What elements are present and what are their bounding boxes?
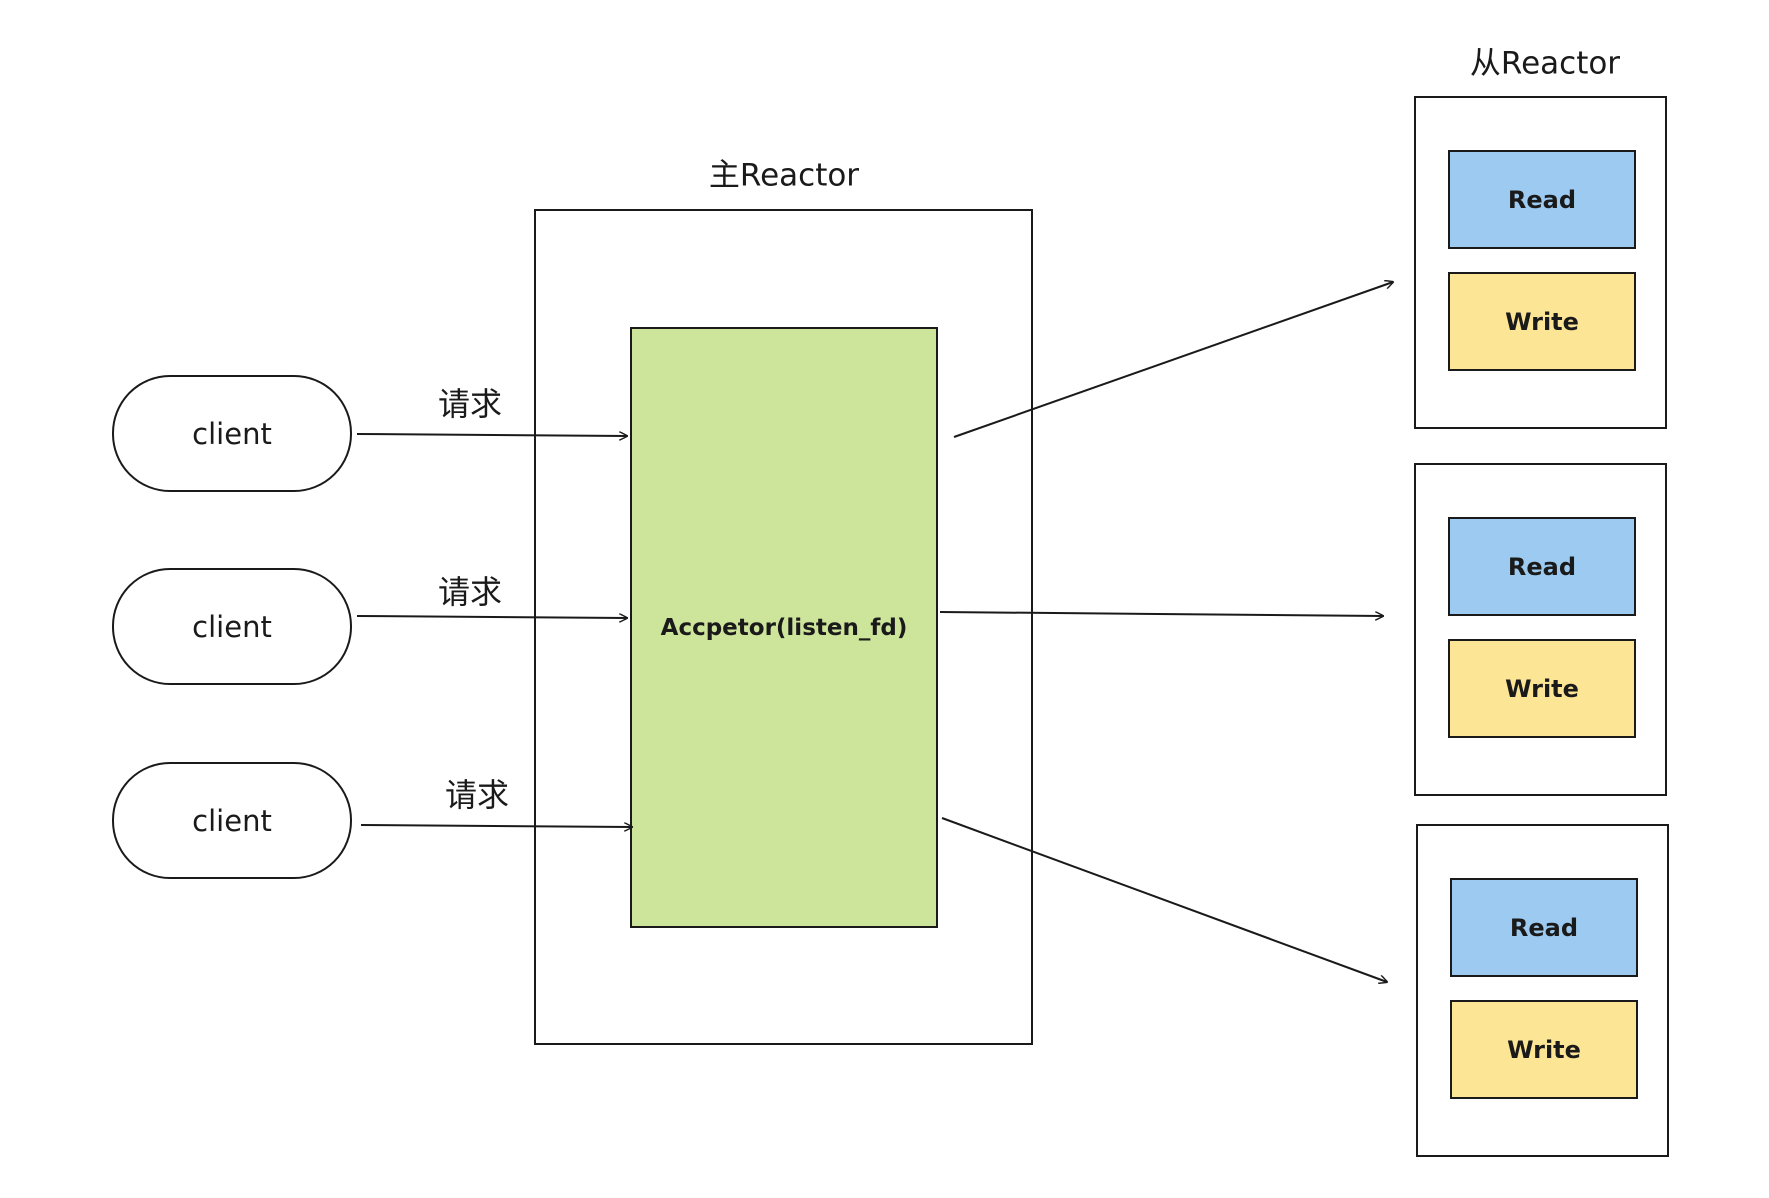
- read-task: Read: [1448, 150, 1636, 249]
- client-label: client: [192, 609, 272, 644]
- write-label: Write: [1505, 307, 1579, 336]
- write-label: Write: [1507, 1035, 1581, 1064]
- read-task: Read: [1450, 878, 1638, 977]
- write-task: Write: [1450, 1000, 1638, 1099]
- write-task: Write: [1448, 272, 1636, 371]
- sub-reactor-box: Read Write: [1414, 463, 1667, 796]
- read-label: Read: [1509, 913, 1579, 942]
- main-reactor-title: 主Reactor: [708, 157, 860, 194]
- write-label: Write: [1505, 674, 1579, 703]
- sub-reactor-box: Read Write: [1414, 96, 1667, 429]
- sub-reactor-box: Read Write: [1416, 824, 1669, 1157]
- request-label: 请求: [437, 573, 503, 611]
- read-task: Read: [1448, 517, 1636, 616]
- acceptor-label: Accpetor(listen_fd): [660, 614, 908, 641]
- request-label: 请求: [444, 776, 510, 814]
- request-label: 请求: [437, 385, 503, 423]
- sub-reactor-title: 从Reactor: [1469, 45, 1621, 82]
- read-label: Read: [1507, 552, 1577, 581]
- acceptor-box: Accpetor(listen_fd): [630, 327, 938, 928]
- write-task: Write: [1448, 639, 1636, 738]
- client-node: client: [112, 762, 352, 879]
- client-label: client: [192, 416, 272, 451]
- client-node: client: [112, 375, 352, 492]
- client-label: client: [192, 803, 272, 838]
- client-node: client: [112, 568, 352, 685]
- read-label: Read: [1507, 185, 1577, 214]
